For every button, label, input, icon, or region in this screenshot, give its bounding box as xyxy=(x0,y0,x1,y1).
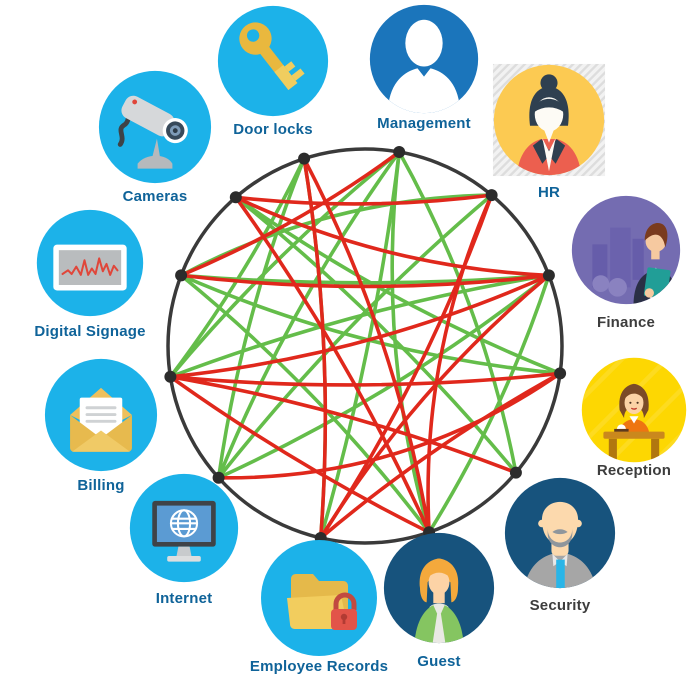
department-finance: Finance xyxy=(570,194,682,331)
connection-edge xyxy=(234,195,431,535)
globe-monitor-icon-holder xyxy=(128,472,240,584)
connection-edge xyxy=(168,156,306,379)
hr-person-icon-holder xyxy=(492,63,606,177)
folder-lock-icon-holder xyxy=(259,538,379,658)
manager-icon xyxy=(369,4,479,114)
department-label: Cameras xyxy=(122,188,188,205)
receptionist-icon-holder xyxy=(580,356,688,464)
guest-person-icon-holder xyxy=(382,531,496,645)
connection-edge xyxy=(179,150,401,278)
department-label: Door locks xyxy=(233,121,313,138)
manager-icon-holder xyxy=(368,3,480,115)
department-label: HR xyxy=(537,184,561,201)
department-label: Reception xyxy=(596,462,672,479)
department-management: Management xyxy=(368,3,480,132)
connection-edge xyxy=(168,375,431,535)
department-internet: Internet xyxy=(128,472,240,607)
envelope-icon-holder xyxy=(43,357,159,473)
department-label: Guest xyxy=(417,653,461,670)
department-label: Security xyxy=(529,597,591,614)
network-node-door-locks xyxy=(298,152,311,165)
network-node-billing xyxy=(164,370,177,383)
connection-edge xyxy=(168,273,551,379)
key-icon-holder xyxy=(216,4,330,118)
network-node-finance xyxy=(542,269,555,282)
department-security: Security xyxy=(503,476,617,614)
security-guard-icon-holder xyxy=(503,476,617,590)
connection-edge xyxy=(427,273,551,535)
connection-edge xyxy=(216,156,306,480)
department-cameras: Cameras xyxy=(97,69,213,205)
connection-edge xyxy=(318,273,551,540)
connection-edge xyxy=(179,273,551,289)
department-label: Management xyxy=(377,115,471,132)
connection-edge xyxy=(216,371,562,480)
department-hr: HR xyxy=(492,63,606,201)
connection-edge xyxy=(234,195,551,278)
signage-screen-icon xyxy=(36,209,144,317)
cctv-camera-icon xyxy=(98,70,212,184)
network-node-management xyxy=(393,146,406,158)
network-ring xyxy=(166,147,564,545)
globe-monitor-icon xyxy=(129,473,239,583)
red-edges xyxy=(168,150,562,540)
department-label: Internet xyxy=(155,590,213,607)
department-reception: Reception xyxy=(580,356,688,479)
connection-edge xyxy=(168,273,551,379)
department-label: Employee Records xyxy=(249,658,389,675)
security-guard-icon xyxy=(504,477,616,589)
key-icon xyxy=(217,5,329,117)
connection-edge xyxy=(234,193,494,206)
receptionist-icon xyxy=(581,357,687,463)
finance-person-icon-holder xyxy=(570,194,682,306)
connection-edge xyxy=(179,273,431,535)
signage-screen-icon-holder xyxy=(35,208,145,318)
department-guest: Guest xyxy=(382,531,496,670)
department-label: Digital Signage xyxy=(34,323,146,340)
network-node-internet xyxy=(212,471,225,484)
connection-edge xyxy=(234,195,562,376)
department-door-locks: Door locks xyxy=(216,4,330,138)
connection-edge xyxy=(168,375,518,475)
network-node-cameras xyxy=(229,191,242,204)
folder-lock-icon xyxy=(261,540,377,656)
department-label: Billing xyxy=(77,477,125,494)
finance-person-icon xyxy=(571,195,681,305)
connection-edge xyxy=(168,371,562,387)
guest-person-icon xyxy=(383,532,495,644)
department-digital-signage: Digital Signage xyxy=(34,208,145,340)
connection-edge xyxy=(216,273,551,480)
department-employee-records: Employee Records xyxy=(250,538,388,675)
connection-edge xyxy=(302,156,328,540)
connection-edge xyxy=(318,371,562,540)
connection-edge xyxy=(302,156,431,535)
connection-edge xyxy=(216,193,494,480)
network-node-digital-signage xyxy=(175,269,188,282)
department-billing: Billing xyxy=(43,357,159,494)
cctv-camera-icon-holder xyxy=(97,69,213,185)
hr-person-icon xyxy=(492,63,606,177)
department-label: Finance xyxy=(596,314,656,331)
connection-edge xyxy=(216,150,401,480)
network-node-reception xyxy=(554,367,567,380)
envelope-icon xyxy=(44,358,158,472)
network-node-security xyxy=(509,466,522,479)
network-node-hr xyxy=(485,189,498,202)
